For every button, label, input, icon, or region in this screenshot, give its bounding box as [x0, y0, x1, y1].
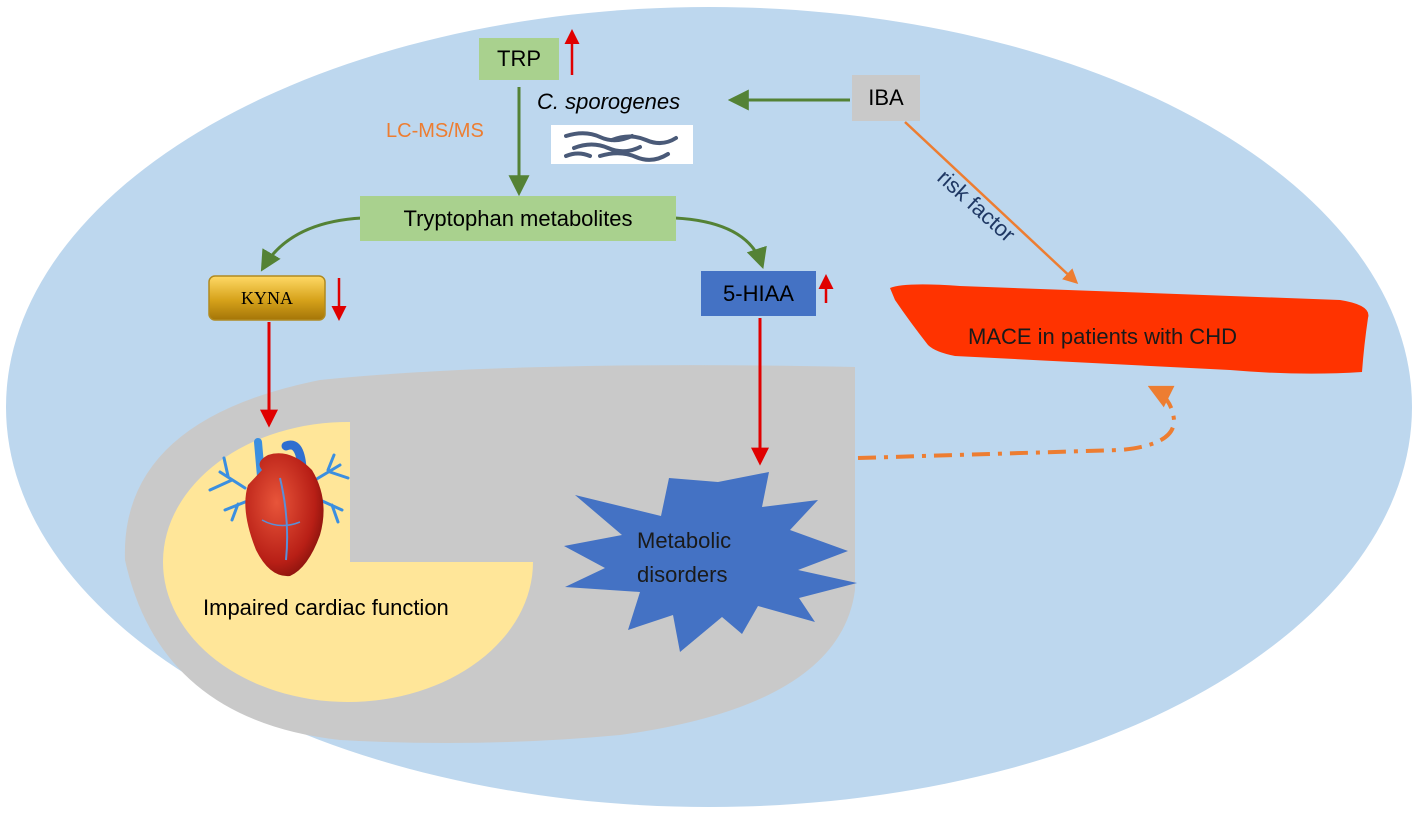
metabolic-to-mace-arrow — [857, 385, 1177, 460]
metabolites-to-kyna-arrow — [260, 216, 363, 272]
metabolic-disorders-starburst — [564, 472, 857, 652]
metabolites-to-hiaa-arrow — [674, 216, 767, 269]
iba-box — [852, 75, 920, 121]
metabolic-label-line2: disorders — [637, 562, 728, 587]
metabolites-label: Tryptophan metabolites — [403, 205, 633, 231]
method-label: LC-MS/MS — [386, 120, 484, 142]
hiaa-box — [701, 271, 816, 316]
kyna-box — [208, 275, 326, 321]
heart-icon — [208, 438, 350, 577]
risk-factor-arrow — [904, 121, 1079, 285]
metabolites-box — [360, 196, 676, 241]
bacteria-label: C. sporogenes — [537, 89, 681, 114]
trp-label: TRP — [497, 46, 541, 71]
kyna-label: KYNA — [241, 287, 293, 308]
mace-shape — [890, 284, 1369, 374]
trp-box — [479, 38, 559, 80]
hiaa-label: 5-HIAA — [723, 280, 794, 306]
bacteria-icon — [564, 131, 678, 162]
iba-label: IBA — [868, 85, 904, 110]
bacteria-image-box — [551, 125, 693, 164]
cardiac-label: Impaired cardiac function — [203, 595, 449, 620]
mace-label: MACE in patients with CHD — [968, 324, 1237, 349]
metabolic-label-line1: Metabolic — [637, 528, 732, 553]
